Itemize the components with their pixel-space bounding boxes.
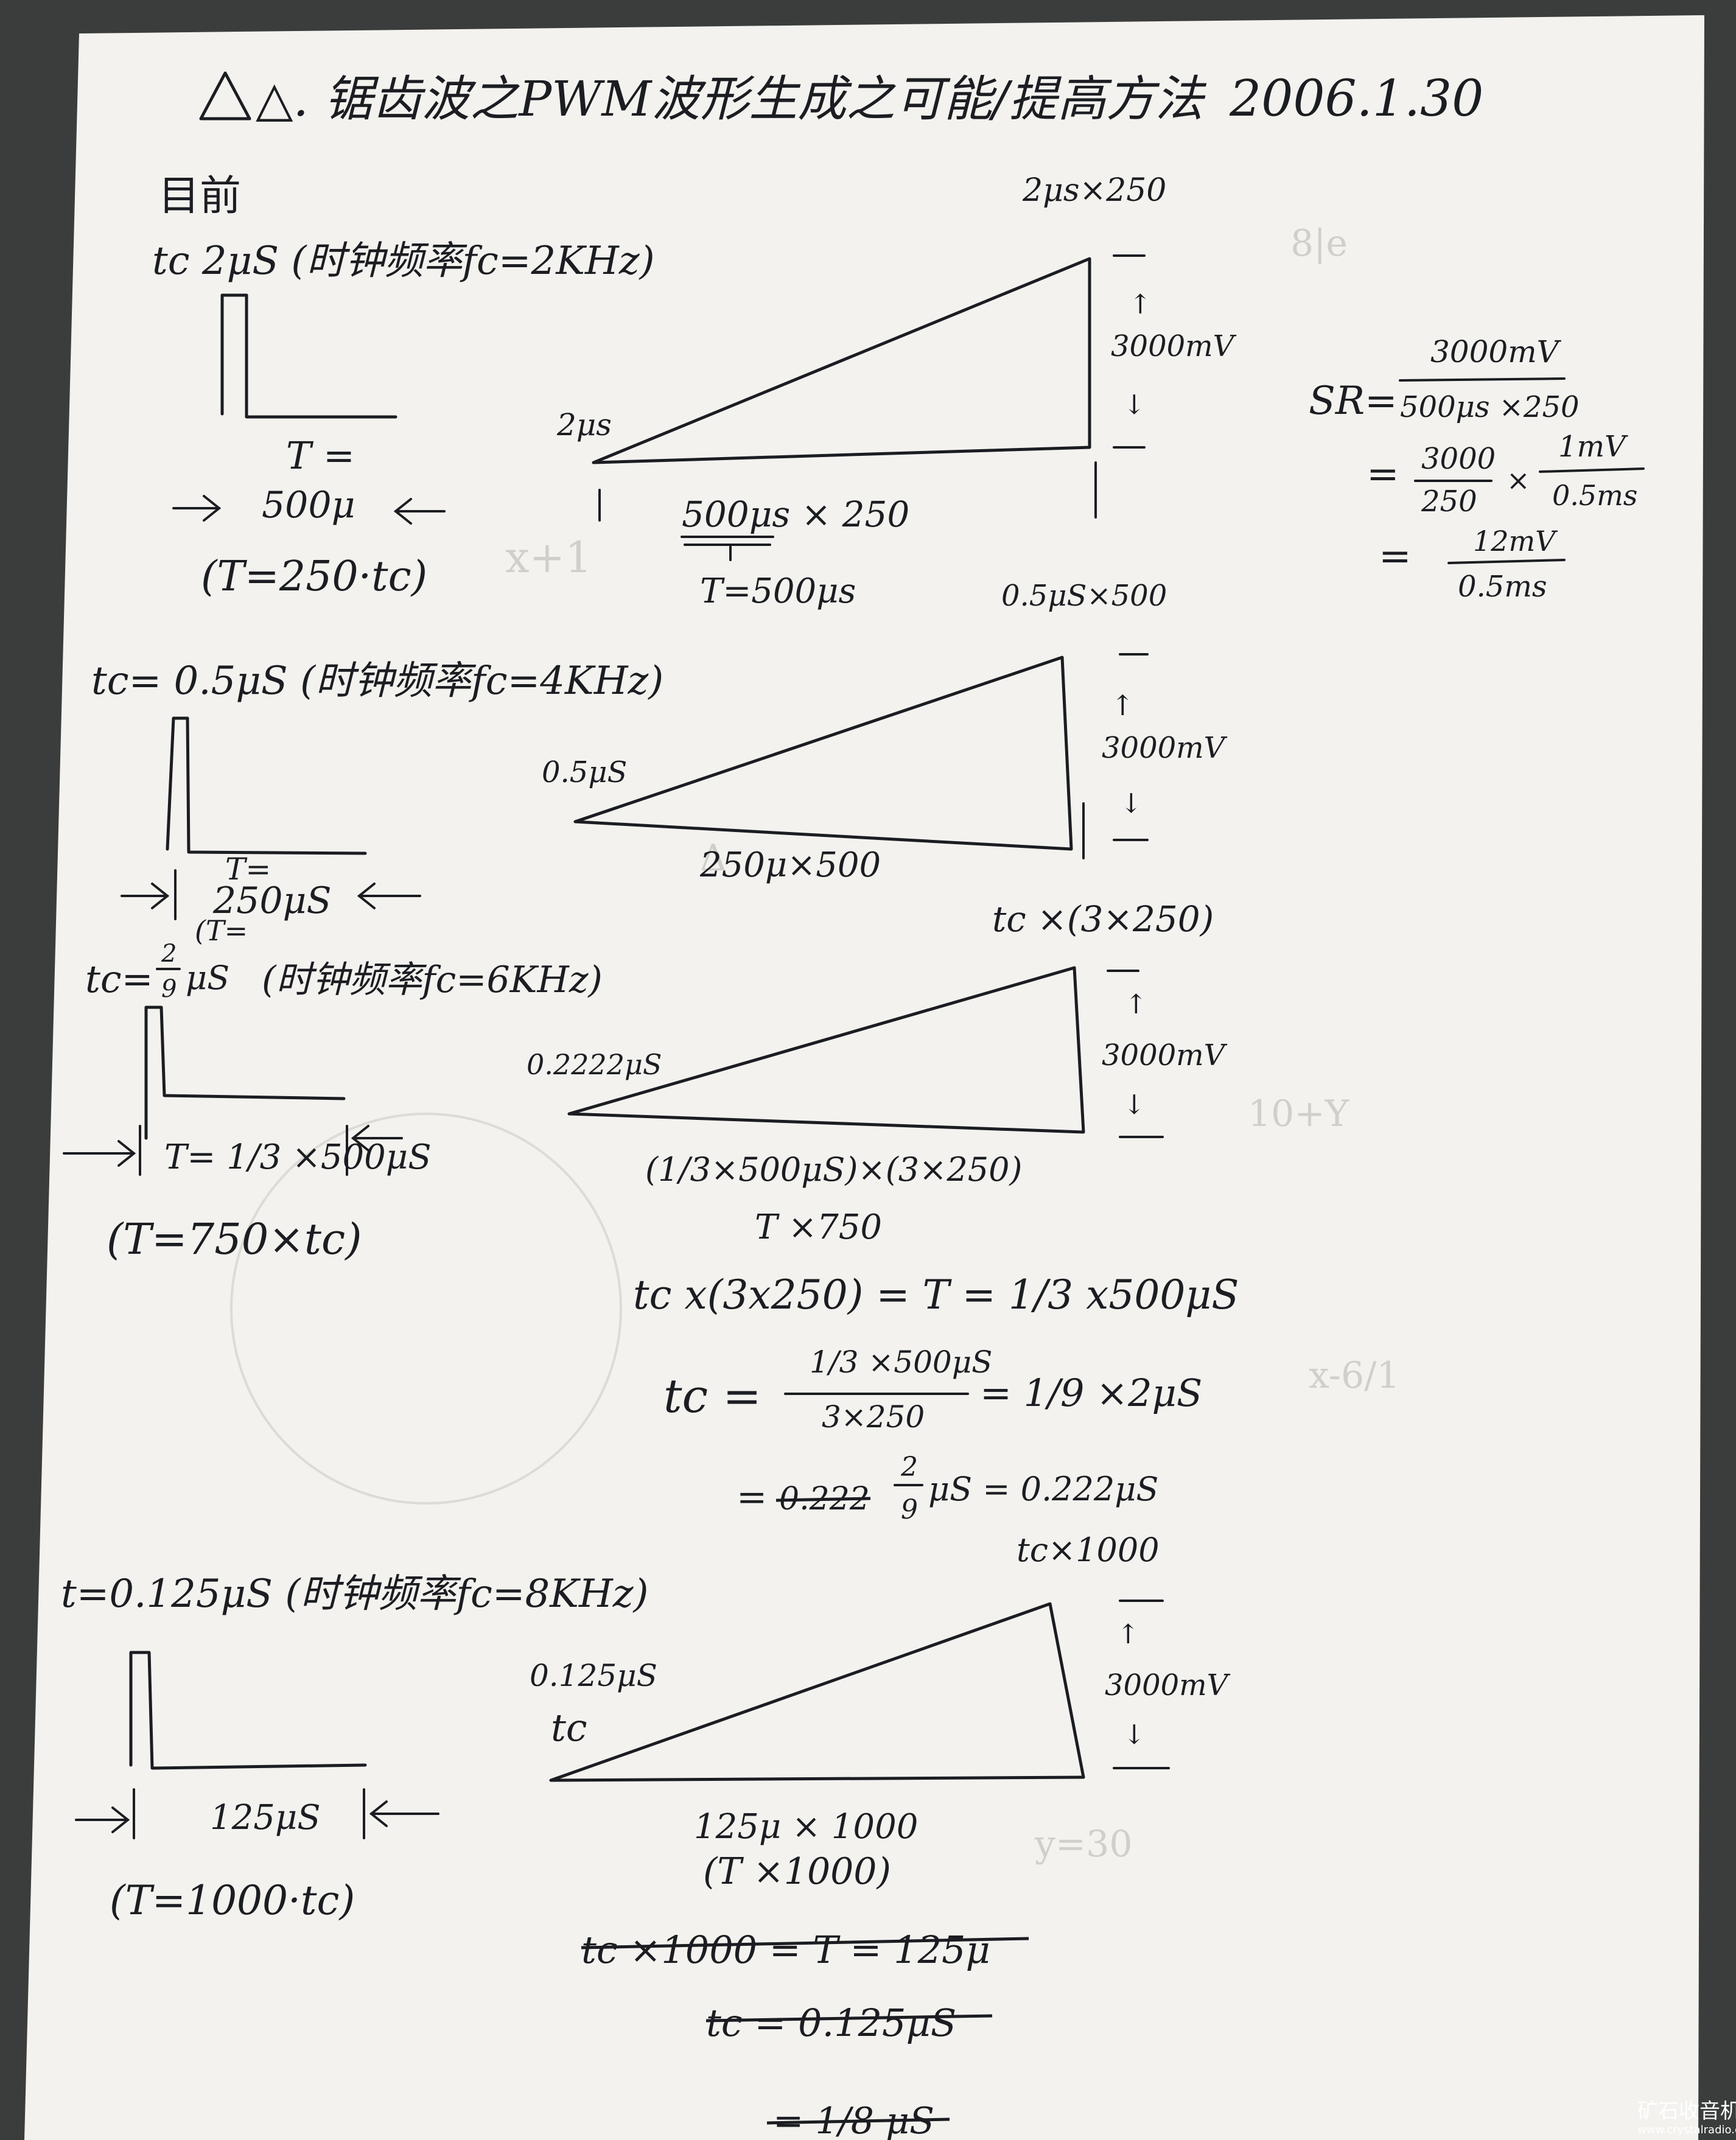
section1-base-product: 500μs × 250	[682, 494, 909, 535]
section3-equation2-rhs: = 1/9 ×2μS	[980, 1371, 1202, 1415]
section4-period-value: 125μS	[210, 1798, 321, 1838]
section1-base-note: T=500μs	[700, 572, 856, 611]
section2-up-arrow: ↑	[1111, 689, 1135, 722]
section4-down-arrow: ↓	[1123, 1719, 1146, 1750]
section4-struck-line2: tc = 0.125μS	[706, 2001, 956, 2045]
section3-down-arrow: ↓	[1123, 1089, 1146, 1121]
section3-equation3-frac-num: 2	[900, 1452, 918, 1483]
section1-ramp-top-label: 2μs×250	[1022, 172, 1166, 209]
svg-text:8|e: 8|e	[1290, 222, 1348, 265]
svg-text:y=30: y=30	[1034, 1823, 1133, 1866]
section3-tc-frac-den: 9	[161, 975, 177, 1003]
sr-eq2-sign: =	[1367, 452, 1399, 497]
section1-period-label: T =	[286, 433, 355, 478]
section2-amplitude: 3000mV	[1102, 731, 1228, 765]
section3-formula: (T=750×tc)	[107, 1214, 362, 1264]
section3-ramp-start-label: 0.2222μS	[527, 1048, 662, 1081]
section2-base-product: 250μ×500	[699, 845, 881, 885]
sr-frac1-den: 500μs ×250	[1400, 390, 1580, 424]
section4-formula: (T=1000·tc)	[110, 1877, 355, 1924]
sr-frac1-num: 3000mV	[1430, 334, 1562, 369]
sr-frac2-num-b: 1mV	[1558, 430, 1628, 464]
section3-equation3-strike	[776, 1498, 870, 1500]
section3-tc-note: (时钟频率fc=6KHz)	[262, 959, 603, 1001]
section4-tc-line: t=0.125μS (时钟频率fc=8KHz)	[61, 1572, 649, 1617]
section3-equation3-frac-den: 9	[901, 1494, 918, 1525]
section4-amplitude: 3000mV	[1105, 1668, 1231, 1702]
section4-struck-line1: tc ×1000 = T = 125μ	[581, 1928, 990, 1972]
section1-amplitude: 3000mV	[1111, 329, 1237, 363]
section4-ramp-top-label: tc×1000	[1017, 1531, 1160, 1569]
sr-frac2-num-a: 3000	[1421, 442, 1496, 476]
section3-base-product: (1/3×500μS)×(3×250)	[645, 1150, 1023, 1189]
section1-ramp-start-label: 2μs	[556, 407, 612, 442]
section4-ramp-start-sub: tc	[551, 1705, 587, 1750]
sr-times: ×	[1507, 464, 1530, 497]
section3-up-arrow: ↑	[1125, 989, 1147, 1020]
section3-equation2-den: 3×250	[822, 1399, 925, 1435]
site-watermark: 矿石收音机 www.crystalradio.cn	[1637, 2099, 1736, 2136]
section3-tc-prefix: tc=	[85, 957, 153, 1001]
sr-frac3-num: 12mV	[1473, 525, 1558, 558]
section3-base-product2: T ×750	[755, 1208, 882, 1247]
section3-tc-unit: μS	[186, 959, 229, 997]
section1-formula: (T=250·tc)	[201, 553, 427, 601]
section3-equation3-rest: μS = 0.222μS	[928, 1470, 1158, 1508]
page-date: 2006.1.30	[1229, 70, 1483, 128]
section4-up-arrow: ↑	[1117, 1619, 1139, 1650]
section2-down-arrow: ↓	[1120, 788, 1143, 819]
sr-frac2-den-b: 0.5ms	[1552, 479, 1637, 512]
section2-ramp-start-label: 0.5μS	[542, 755, 627, 789]
sr-frac2-den-a: 250	[1421, 484, 1477, 519]
svg-text:x-6/1: x-6/1	[1309, 1354, 1400, 1397]
sr-lhs: SR=	[1309, 379, 1398, 424]
section4-base-product2: (T ×1000)	[703, 1850, 891, 1893]
section3-equation2-lhs: tc =	[663, 1369, 761, 1423]
page-header: △. 锯齿波之PWM波形生成之可能/提高方法 2006.1.30	[201, 70, 1483, 128]
section3-equation3-prefix: =	[737, 1476, 767, 1519]
watermark-url: www.crystalradio.cn	[1637, 2124, 1736, 2136]
section1-tc-line: tc 2μS (时钟频率fc=2KHz)	[152, 239, 655, 284]
sr-frac3-den: 0.5ms	[1458, 570, 1547, 604]
section4-base-product: 125μ × 1000	[694, 1807, 918, 1847]
section3-paren-t: (T=	[195, 914, 248, 947]
section3-period-formula: T= 1/3 ×500μS	[164, 1138, 432, 1177]
watermark-logo-text: 矿石收音机	[1637, 2099, 1736, 2124]
section4-ramp-start-label: 0.125μS	[530, 1658, 657, 1693]
section1-down-arrow: ↓	[1123, 390, 1146, 421]
section1-period-value: 500μ	[262, 484, 355, 526]
svg-text:10+Y: 10+Y	[1248, 1093, 1350, 1135]
page-title: △. 锯齿波之PWM波形生成之可能/提高方法	[256, 71, 1207, 127]
section2-ramp-top-label: 0.5μS×500	[1001, 579, 1167, 613]
section3-ramp-top-label: tc ×(3×250)	[992, 898, 1214, 940]
current-label: 目前	[158, 172, 241, 220]
section2-tc-line: tc= 0.5μS (时钟频率fc=4KHz)	[91, 659, 663, 704]
section3-equation1: tc x(3x250) = T = 1/3 x500μS	[633, 1271, 1239, 1318]
sr-eq3-sign: =	[1379, 534, 1412, 579]
section3-amplitude: 3000mV	[1102, 1038, 1228, 1072]
section1-up-arrow: ↑	[1129, 289, 1152, 320]
section3-tc-frac-num: 2	[161, 940, 177, 968]
svg-text:x+1: x+1	[505, 533, 592, 582]
section3-equation2-num: 1/3 ×500μS	[810, 1344, 992, 1380]
